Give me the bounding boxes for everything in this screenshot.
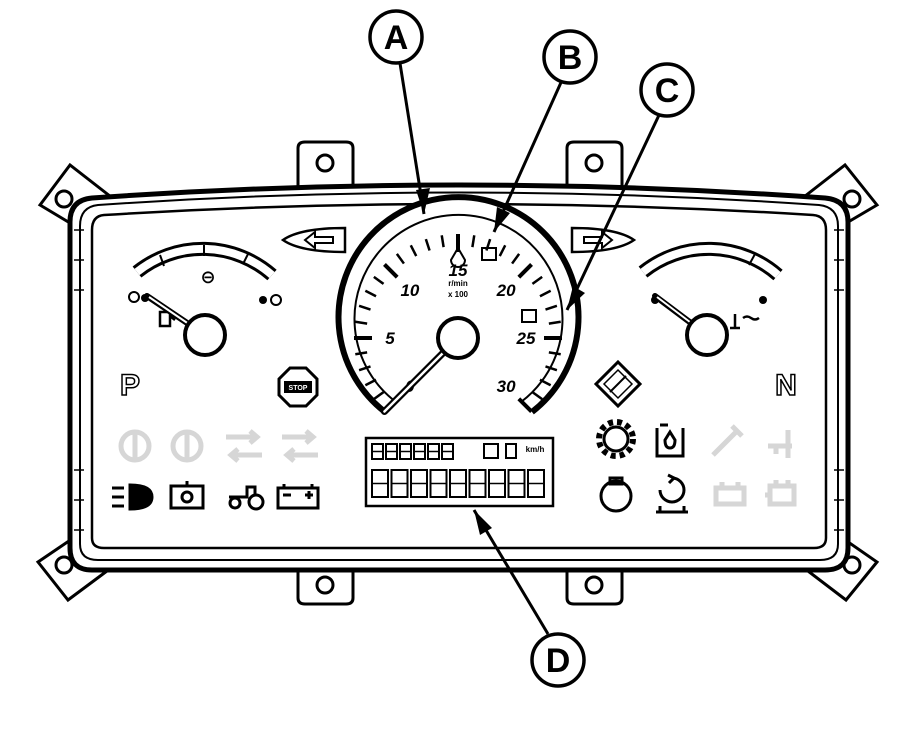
tach-tick xyxy=(355,351,368,356)
faded-indicators-right xyxy=(711,424,797,507)
headlight-icon xyxy=(112,483,154,511)
parking-brake-icon xyxy=(169,481,205,510)
tach-tick xyxy=(364,378,377,387)
callout-c: C xyxy=(639,62,695,118)
temp-hot-dot xyxy=(759,296,767,304)
callout-d-label: D xyxy=(546,642,571,680)
lcd-symbol-box-2 xyxy=(505,443,517,459)
tachometer: 051015202530 r/min x 100 xyxy=(335,194,582,416)
tach-label: 5 xyxy=(385,329,395,348)
callout-arrowheads xyxy=(416,188,585,535)
tach-tick xyxy=(539,289,552,298)
tach-tick xyxy=(395,253,405,265)
battery-icon xyxy=(276,484,320,510)
tach-tick xyxy=(511,253,521,265)
fuel-full-dot-open xyxy=(270,294,282,306)
callout-a: A xyxy=(368,9,424,65)
tach-tick xyxy=(355,320,368,325)
diamond-warning-icon xyxy=(593,359,643,409)
temperature-gauge xyxy=(638,241,783,357)
callout-b-label: B xyxy=(558,39,583,77)
tach-tick xyxy=(531,391,543,401)
callout-b: B xyxy=(542,29,598,85)
tach-label: 30 xyxy=(497,377,516,396)
tach-tick xyxy=(548,351,561,356)
tach-tick xyxy=(440,235,445,248)
tach-unit-line1: r/min xyxy=(448,279,468,288)
lcd-symbol-box-1 xyxy=(483,443,499,459)
tach-tick xyxy=(548,320,561,325)
tach-tick xyxy=(364,289,377,298)
neutral-indicator: N xyxy=(775,369,797,402)
fuel-minus-symbol: ⊖ xyxy=(200,267,215,288)
tractor-icon xyxy=(228,485,265,511)
stop-label: STOP xyxy=(289,385,308,392)
tach-tick xyxy=(358,365,371,372)
fuel-needle-hub xyxy=(183,313,227,357)
shift-arrows-icon xyxy=(226,429,262,463)
callout-d: D xyxy=(530,632,586,688)
key-icon xyxy=(768,430,792,458)
tach-tick xyxy=(517,263,533,279)
faded-indicators-left xyxy=(118,429,318,463)
callout-c-label: C xyxy=(655,72,680,110)
right-turn-signal-icon xyxy=(570,226,637,254)
tach-needle-hub xyxy=(436,316,480,360)
engine-oil-icon xyxy=(599,476,633,513)
park-indicator: P xyxy=(120,369,140,402)
temp-needle-hub xyxy=(685,313,729,357)
differential-lock-2-icon xyxy=(170,429,204,463)
oil-can-small-icon xyxy=(449,246,467,268)
wrench-icon xyxy=(711,424,744,457)
shift-arrows-2-icon xyxy=(282,429,318,463)
tach-marker-box-top xyxy=(481,247,497,261)
mount-holes xyxy=(54,153,862,595)
lcd-speed-unit: km/h xyxy=(526,445,545,454)
tach-tick xyxy=(383,263,399,279)
cluster-frame-inner-line xyxy=(79,191,839,561)
tach-tick xyxy=(358,304,371,311)
fuel-full-dot xyxy=(259,296,267,304)
tach-tick xyxy=(498,244,507,257)
tach-tick xyxy=(373,391,385,401)
fuel-empty-dot xyxy=(128,291,140,303)
tach-tick xyxy=(517,397,533,413)
callout-a-label: A xyxy=(384,19,409,57)
tach-outer-ring xyxy=(335,194,582,415)
lcd-top-digits xyxy=(371,443,454,460)
preheat-icon xyxy=(656,473,688,514)
stop-warning-icon: STOP xyxy=(277,366,319,408)
pto-icon xyxy=(596,419,636,459)
tach-tick xyxy=(545,365,558,372)
tach-tick xyxy=(373,275,385,285)
lcd-bottom-digits xyxy=(371,469,545,498)
left-turn-signal-icon xyxy=(280,226,347,254)
tach-marker-box-right xyxy=(521,309,537,323)
tach-tick xyxy=(424,238,431,251)
engine-fault-icon xyxy=(765,480,797,507)
coolant-temp-icon xyxy=(730,314,760,330)
tach-unit-line2: x 100 xyxy=(448,290,469,299)
tach-label: 25 xyxy=(516,329,536,348)
tach-tick xyxy=(471,235,476,248)
tach-label: 20 xyxy=(496,281,516,300)
tach-label: 10 xyxy=(400,281,419,300)
tach-tick xyxy=(539,378,552,387)
tach-tick xyxy=(545,304,558,311)
gear-fault-icon xyxy=(713,482,747,507)
fuel-gauge: ⊖ xyxy=(128,241,282,357)
tach-inner-ring xyxy=(353,213,564,403)
hydraulic-oil-icon xyxy=(655,423,685,458)
tach-tick xyxy=(409,244,418,257)
differential-lock-icon xyxy=(118,429,152,463)
tach-tick xyxy=(531,275,543,285)
lcd-display: km/h xyxy=(364,436,555,508)
